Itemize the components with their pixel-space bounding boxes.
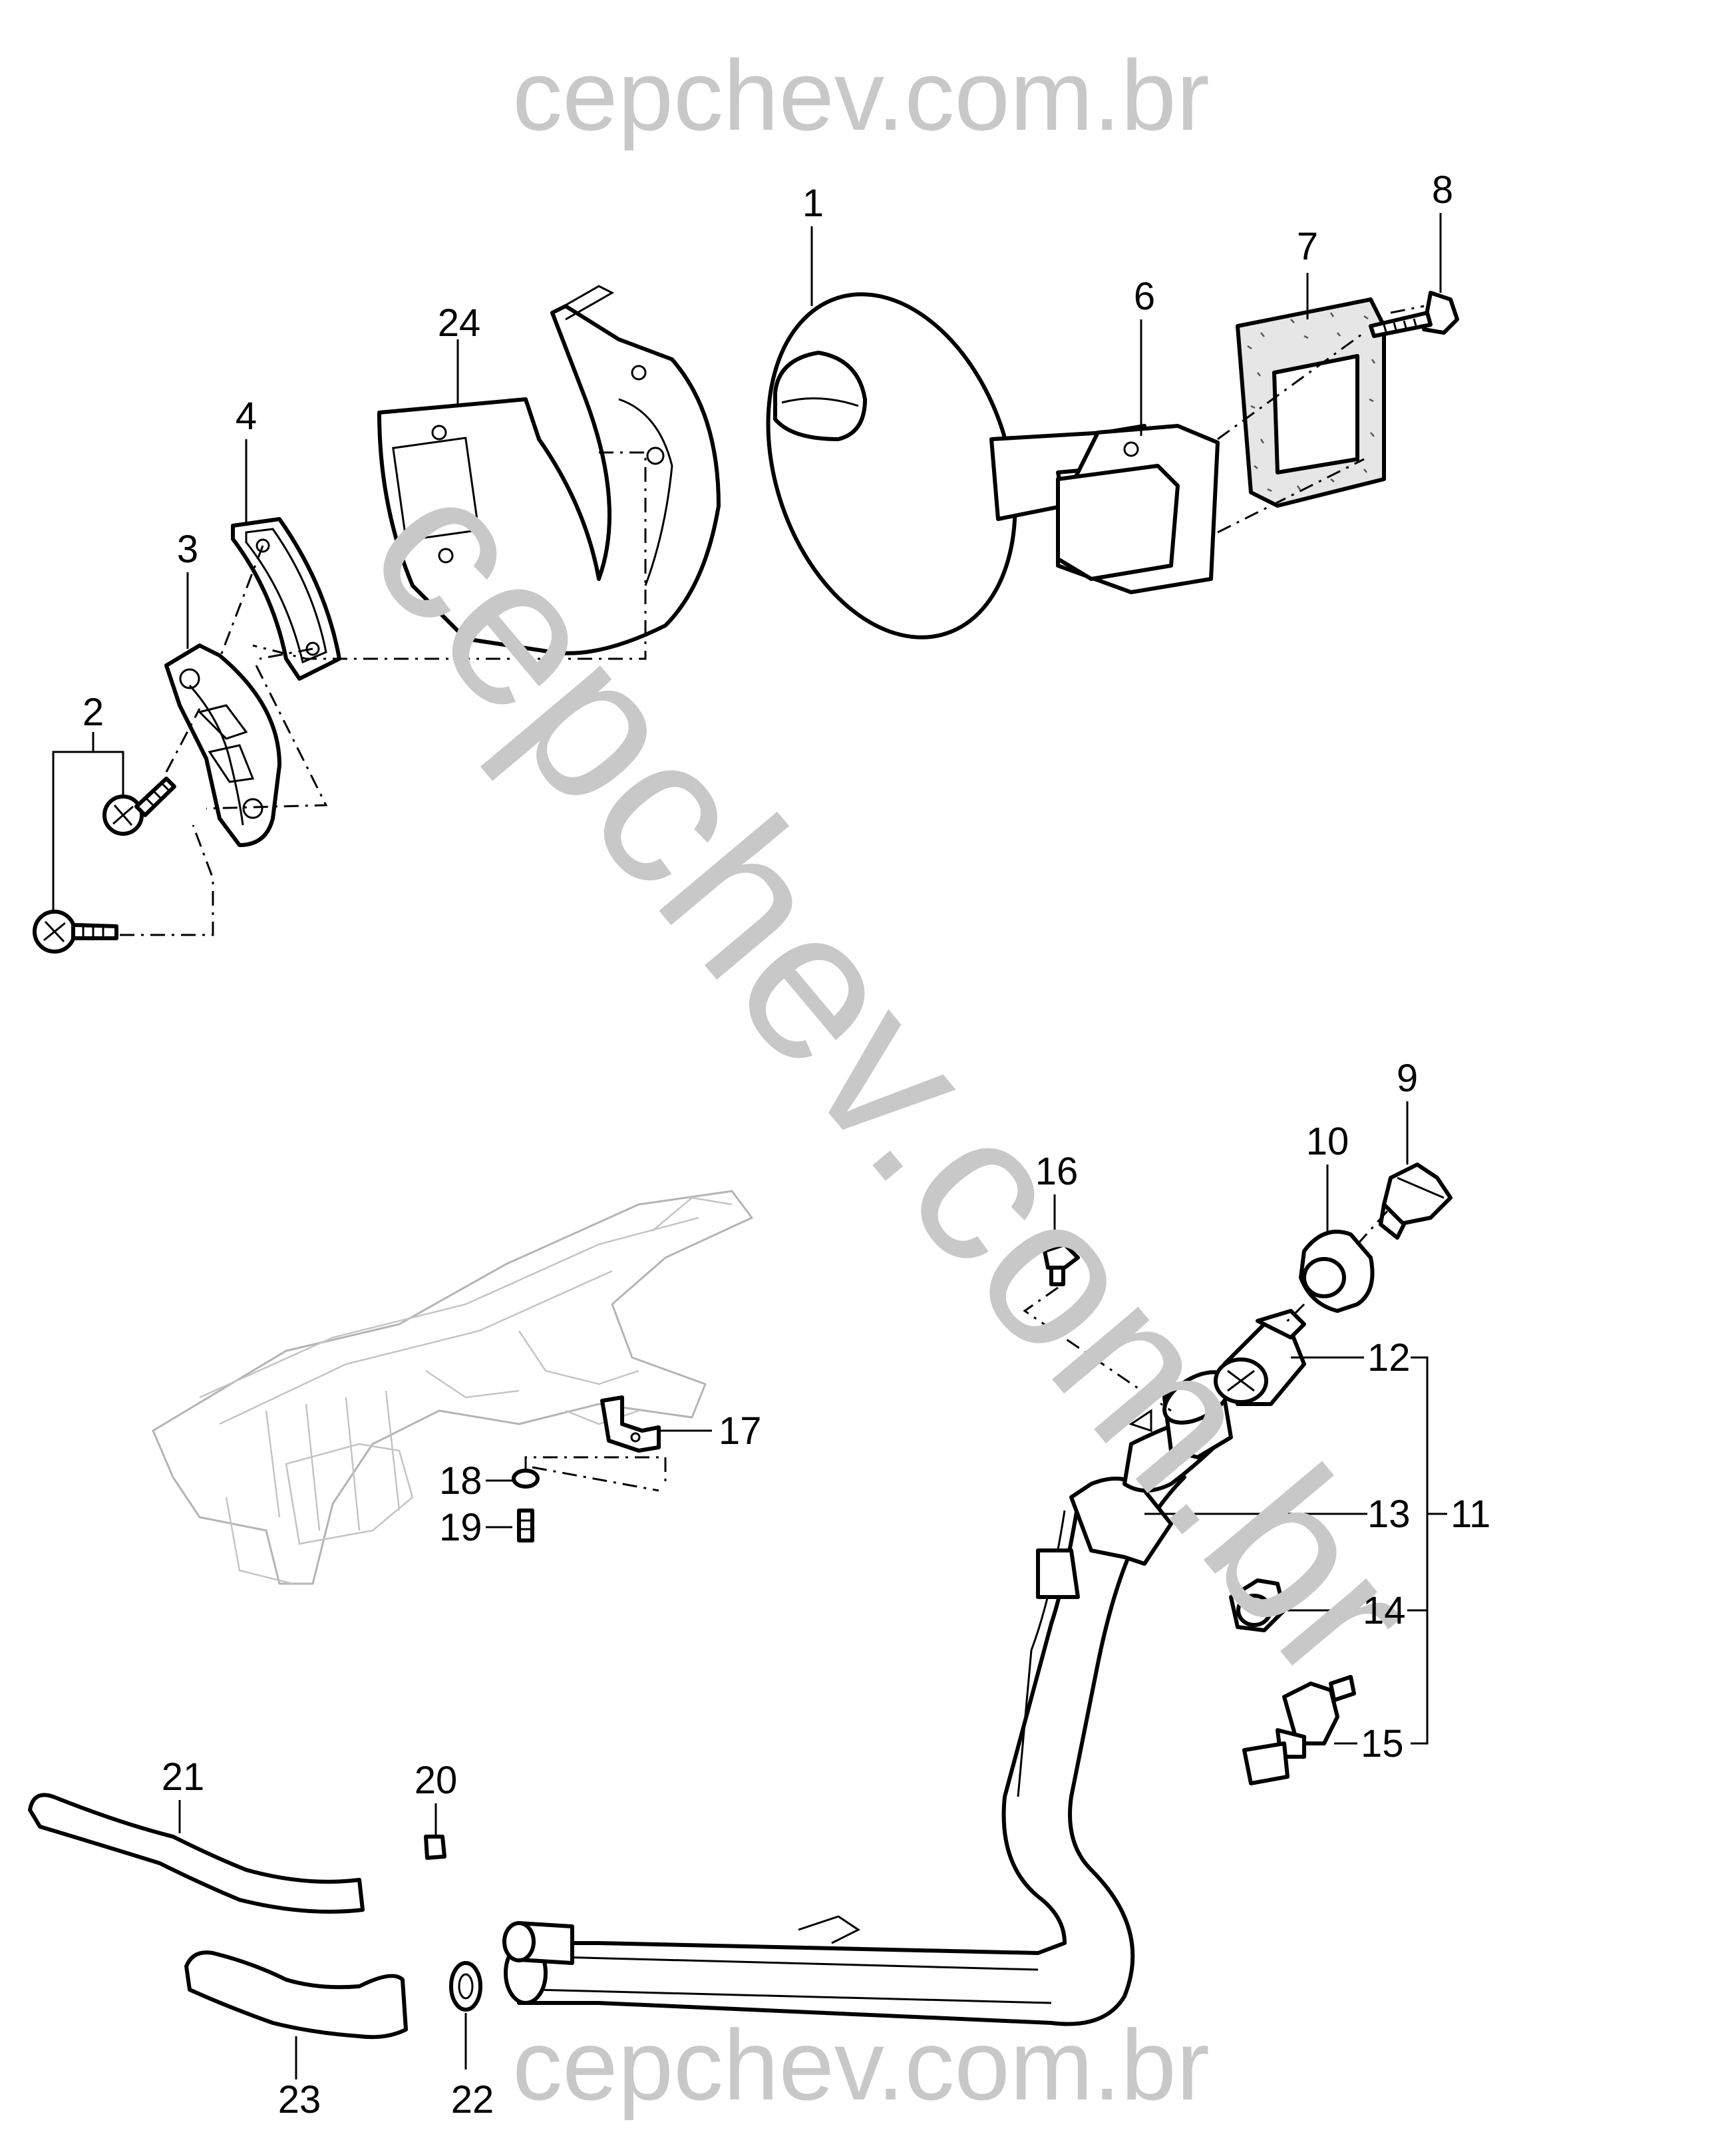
callout-20: 20 — [415, 1759, 458, 1802]
bracket-icon — [600, 1395, 661, 1453]
bolt-icon — [517, 1509, 534, 1542]
vent-valve-icon — [1242, 1675, 1356, 1785]
grommet-icon — [1299, 1229, 1375, 1313]
leader-lines-top — [52, 213, 1442, 936]
hinge-box-icon — [989, 424, 1220, 594]
callout-labels: 1 2 3 4 6 7 8 9 10 11 12 13 14 15 16 17 … — [83, 168, 1490, 2121]
housing-icon — [377, 285, 721, 655]
bumper-plate-icon — [164, 643, 281, 847]
callout-11: 11 — [1451, 1493, 1490, 1536]
callout-10: 10 — [1306, 1120, 1349, 1163]
pad-icon — [231, 517, 341, 681]
gasket-icon — [1236, 297, 1386, 508]
grommet-icon — [1229, 1578, 1286, 1632]
callout-16: 16 — [1035, 1150, 1079, 1193]
clamp-icon — [424, 1835, 446, 1860]
callout-18: 18 — [439, 1459, 482, 1503]
clamp-icon — [449, 1961, 482, 2012]
callout-1: 1 — [802, 182, 824, 225]
callout-21: 21 — [162, 1755, 205, 1799]
screw-icon — [33, 910, 118, 954]
callout-2: 2 — [83, 691, 104, 734]
hose-icon — [28, 1793, 365, 1914]
seal-icon — [1214, 1309, 1306, 1406]
callout-4: 4 — [236, 395, 257, 438]
screw-icon — [102, 777, 176, 836]
hose-icon — [184, 1950, 408, 2040]
watermark-bottom: cepchev.com.br — [512, 2009, 1210, 2121]
body-frame-icon — [152, 1190, 753, 1585]
callout-24: 24 — [438, 301, 481, 345]
callout-6: 6 — [1134, 275, 1155, 318]
screw-icon — [1369, 291, 1459, 338]
fuel-door-icon — [766, 292, 1017, 639]
watermark-top: cepchev.com.br — [512, 39, 1210, 151]
callout-7: 7 — [1297, 225, 1318, 268]
callout-19: 19 — [439, 1506, 482, 1549]
callout-9: 9 — [1397, 1057, 1418, 1100]
callout-17: 17 — [719, 1409, 762, 1453]
callout-22: 22 — [451, 2078, 494, 2121]
filler-neck-icon — [502, 1370, 1233, 2026]
leader-lines-bottom — [178, 1101, 1447, 2079]
callout-23: 23 — [278, 2078, 321, 2121]
bolt-icon — [1043, 1242, 1080, 1286]
callout-14: 14 — [1363, 1589, 1406, 1632]
callout-12: 12 — [1367, 1336, 1411, 1379]
callout-15: 15 — [1361, 1722, 1404, 1765]
callout-13: 13 — [1367, 1493, 1411, 1536]
callout-8: 8 — [1432, 168, 1453, 212]
cap-icon — [1379, 1163, 1453, 1240]
washer-icon — [512, 1469, 540, 1489]
callout-3: 3 — [177, 528, 198, 571]
